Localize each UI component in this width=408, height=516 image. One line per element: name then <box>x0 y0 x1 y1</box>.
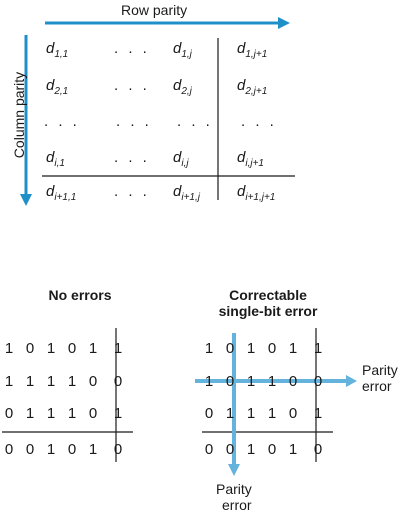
error-case-bit: 1 <box>267 373 277 390</box>
no-errors-bit: 1 <box>25 405 35 422</box>
row-parity-label: Row parity <box>121 2 188 18</box>
data-bit-1,j+1: d1,j+1 <box>237 40 268 60</box>
error-case-bit: 1 <box>288 441 298 458</box>
data-bit-i+1,j+1: di+1,j+1 <box>237 183 276 203</box>
data-bit-i+1,j: di+1,j <box>173 183 200 203</box>
no-errors-bit: 0 <box>4 405 14 422</box>
error-case-bit: 0 <box>204 441 214 458</box>
error-case-bit: 1 <box>246 340 256 357</box>
data-bit-i,1: di,1 <box>46 149 65 169</box>
no-errors-bit: 1 <box>46 441 56 458</box>
error-case-bit: 0 <box>288 373 298 390</box>
no-errors-bit: 1 <box>113 405 123 422</box>
row-error-arrow-head <box>346 375 357 387</box>
error-case-bit: 1 <box>313 405 323 422</box>
column-parity-error-label-line1: Parity <box>216 481 252 497</box>
ellipsis: . . . <box>114 149 150 166</box>
no-errors-bit: 1 <box>88 340 98 357</box>
error-case-bit: 1 <box>288 340 298 357</box>
no-errors-bit: 0 <box>88 405 98 422</box>
no-errors-bit: 1 <box>67 373 77 390</box>
data-bit-1,1: d1,1 <box>46 40 69 60</box>
error-case-bit: 1 <box>313 340 323 357</box>
error-case-bit: 1 <box>204 340 214 357</box>
error-case-bit: 1 <box>225 405 235 422</box>
row-parity-arrow-head <box>278 17 290 29</box>
error-case-bit: 1 <box>246 373 256 390</box>
no-errors-bit: 0 <box>67 441 77 458</box>
ellipsis: . . . <box>116 113 152 130</box>
data-bit-i,j+1: di,j+1 <box>237 149 264 169</box>
column-parity-label: Column parity <box>11 71 27 159</box>
no-errors-bit: 1 <box>113 340 123 357</box>
data-bit-2,j: d2,j <box>173 77 192 97</box>
no-errors-bit: 1 <box>88 441 98 458</box>
no-errors-bit: 0 <box>67 340 77 357</box>
single-bit-error-title-line2: single-bit error <box>218 303 318 319</box>
no-errors-bit: 0 <box>113 373 123 390</box>
column-parity-error-label-line2: error <box>222 497 252 513</box>
error-case-bit: 0 <box>225 441 235 458</box>
data-bit-2,j+1: d2,j+1 <box>237 77 268 97</box>
error-case-bit: 0 <box>204 405 214 422</box>
no-errors-bit: 1 <box>4 373 14 390</box>
row-parity-error-label-line2: error <box>362 378 392 394</box>
error-case-bit: 0 <box>225 340 235 357</box>
no-errors-bit: 0 <box>88 373 98 390</box>
data-bit-1,j: d1,j <box>173 40 192 60</box>
error-case-bit: 0 <box>288 405 298 422</box>
no-errors-bit: 1 <box>67 405 77 422</box>
error-case-bit: 1 <box>246 441 256 458</box>
ellipsis: . . . <box>177 113 213 130</box>
no-errors-title: No errors <box>48 287 112 303</box>
no-errors-bit: 0 <box>4 441 14 458</box>
no-errors-bit: 1 <box>4 340 14 357</box>
ellipsis: . . . <box>114 77 150 94</box>
single-bit-error-title-line1: Correctable <box>229 287 307 303</box>
data-bit-2,1: d2,1 <box>46 77 69 97</box>
error-case-bit: 0 <box>267 340 277 357</box>
error-case-bit: 1 <box>246 405 256 422</box>
ellipsis: . . . <box>44 113 80 130</box>
data-bit-i,j: di,j <box>173 149 189 169</box>
column-parity-arrow-head <box>20 194 32 206</box>
error-case-bit: 1 <box>267 405 277 422</box>
ellipsis: . . . <box>114 183 150 200</box>
ellipsis: . . . <box>241 113 277 130</box>
no-errors-bit: 0 <box>25 441 35 458</box>
no-errors-bit: 0 <box>113 441 123 458</box>
column-error-arrow-head <box>228 464 240 476</box>
no-errors-bit: 1 <box>46 405 56 422</box>
error-case-bit: 0 <box>267 441 277 458</box>
row-parity-error-label-line1: Parity <box>362 362 398 378</box>
ellipsis: . . . <box>114 40 150 57</box>
error-case-bit: 1 <box>204 373 214 390</box>
error-case-bit: 0 <box>225 373 235 390</box>
no-errors-bit: 0 <box>25 340 35 357</box>
error-case-bit: 0 <box>313 373 323 390</box>
no-errors-bit: 1 <box>46 373 56 390</box>
data-bit-i+1,1: di+1,1 <box>46 183 77 203</box>
no-errors-bit: 1 <box>25 373 35 390</box>
error-case-bit: 0 <box>313 441 323 458</box>
no-errors-bit: 1 <box>46 340 56 357</box>
